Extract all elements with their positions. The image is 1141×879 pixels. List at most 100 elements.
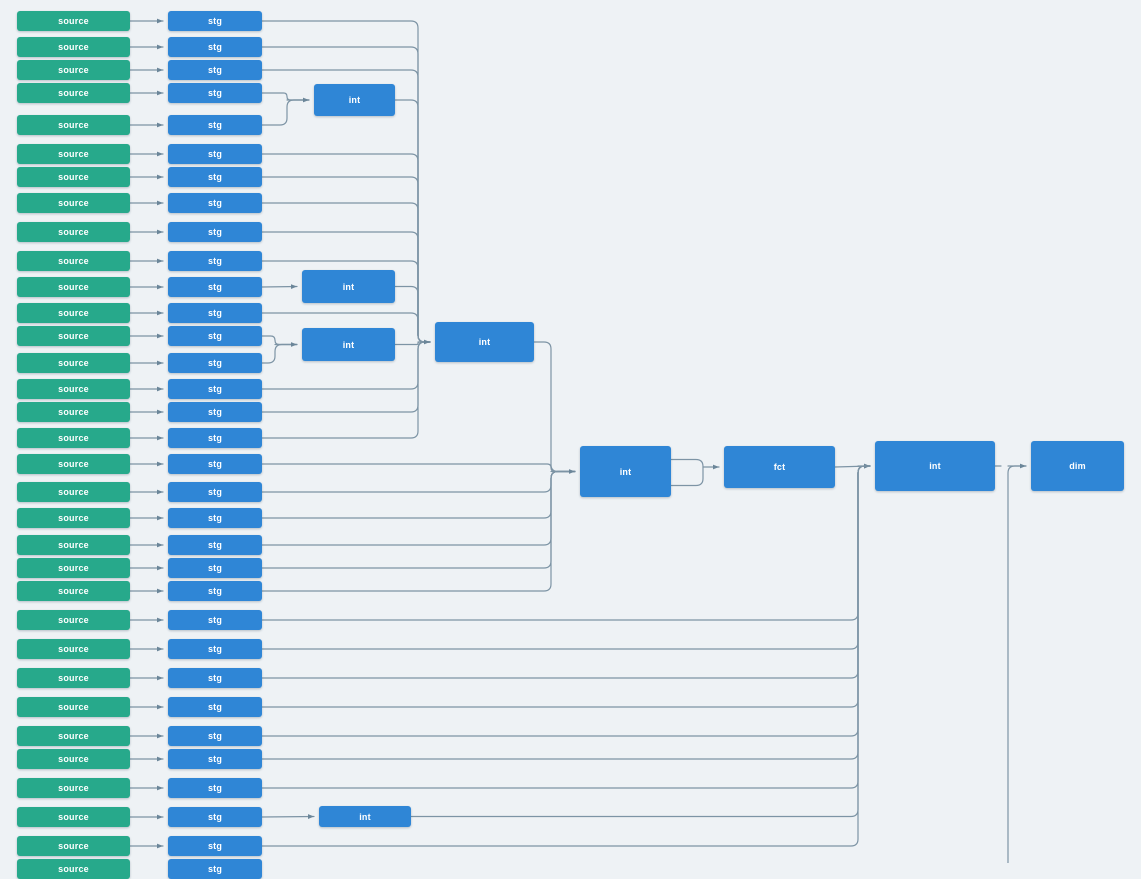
node-label: source [58,308,89,318]
node-stg-stg-5[interactable]: stg [168,115,262,135]
node-source-src-27[interactable]: source [17,697,130,717]
node-label: stg [207,644,223,654]
node-source-src-7[interactable]: source [17,167,130,187]
node-stg-stg-4[interactable]: stg [168,83,262,103]
node-label: stg [207,256,223,266]
node-source-src-5[interactable]: source [17,115,130,135]
node-stg-stg-1[interactable]: stg [168,11,262,31]
node-label: stg [207,487,223,497]
node-source-src-12[interactable]: source [17,303,130,323]
node-label: source [58,172,89,182]
node-source-src-16[interactable]: source [17,402,130,422]
node-stg-stg-28[interactable]: stg [168,726,262,746]
node-int-int-b[interactable]: int [302,270,395,303]
node-stg-stg-16[interactable]: stg [168,402,262,422]
node-int-int-e[interactable]: int [580,446,671,497]
node-source-src-1[interactable]: source [17,11,130,31]
edge [261,470,576,592]
node-stg-stg-32[interactable]: stg [168,836,262,856]
node-source-src-26[interactable]: source [17,668,130,688]
node-stg-stg-25[interactable]: stg [168,639,262,659]
node-source-src-25[interactable]: source [17,639,130,659]
node-int-int-a[interactable]: int [314,84,395,116]
node-fct-fct-1[interactable]: fct [724,446,835,488]
node-source-src-20[interactable]: source [17,508,130,528]
node-source-src-15[interactable]: source [17,379,130,399]
node-source-src-17[interactable]: source [17,428,130,448]
node-stg-stg-15[interactable]: stg [168,379,262,399]
node-stg-stg-10[interactable]: stg [168,251,262,271]
node-label: source [58,563,89,573]
node-stg-stg-13[interactable]: stg [168,326,262,346]
node-source-src-2[interactable]: source [17,37,130,57]
node-stg-stg-23[interactable]: stg [168,581,262,601]
node-label: source [58,407,89,417]
node-source-src-19[interactable]: source [17,482,130,502]
node-stg-stg-22[interactable]: stg [168,558,262,578]
node-stg-stg-19[interactable]: stg [168,482,262,502]
node-label: stg [207,172,223,182]
node-source-src-32[interactable]: source [17,836,130,856]
node-source-src-4[interactable]: source [17,83,130,103]
node-int-int-d[interactable]: int [435,322,534,362]
node-label: stg [207,384,223,394]
node-dim-dim-1[interactable]: dim [1031,441,1124,491]
node-stg-stg-26[interactable]: stg [168,668,262,688]
edge [670,458,704,468]
node-int-int-f[interactable]: int [875,441,995,491]
node-source-src-8[interactable]: source [17,193,130,213]
node-source-src-18[interactable]: source [17,454,130,474]
node-source-src-22[interactable]: source [17,558,130,578]
node-stg-stg-33[interactable]: stg [168,859,262,879]
node-stg-stg-20[interactable]: stg [168,508,262,528]
edge [261,176,431,343]
edge [261,465,871,847]
node-stg-stg-7[interactable]: stg [168,167,262,187]
node-source-src-14[interactable]: source [17,353,130,373]
node-stg-stg-24[interactable]: stg [168,610,262,630]
node-label: source [58,673,89,683]
node-label: fct [773,462,786,472]
node-stg-stg-2[interactable]: stg [168,37,262,57]
edge [394,99,431,343]
node-source-src-31[interactable]: source [17,807,130,827]
node-label: source [58,227,89,237]
node-source-src-11[interactable]: source [17,277,130,297]
node-stg-stg-6[interactable]: stg [168,144,262,164]
node-label: source [58,120,89,130]
node-stg-stg-30[interactable]: stg [168,778,262,798]
node-source-src-30[interactable]: source [17,778,130,798]
node-source-src-3[interactable]: source [17,60,130,80]
node-source-src-13[interactable]: source [17,326,130,346]
node-stg-stg-29[interactable]: stg [168,749,262,769]
node-stg-stg-3[interactable]: stg [168,60,262,80]
node-source-src-33[interactable]: source [17,859,130,879]
node-stg-stg-12[interactable]: stg [168,303,262,323]
node-source-src-28[interactable]: source [17,726,130,746]
node-source-src-24[interactable]: source [17,610,130,630]
node-source-src-9[interactable]: source [17,222,130,242]
node-label: source [58,513,89,523]
node-stg-stg-8[interactable]: stg [168,193,262,213]
node-stg-stg-11[interactable]: stg [168,277,262,297]
node-source-src-23[interactable]: source [17,581,130,601]
node-int-int-g[interactable]: int [319,806,411,827]
node-label: int [929,461,941,471]
node-stg-stg-14[interactable]: stg [168,353,262,373]
node-source-src-29[interactable]: source [17,749,130,769]
edge [261,99,310,126]
node-stg-stg-18[interactable]: stg [168,454,262,474]
node-stg-stg-17[interactable]: stg [168,428,262,448]
node-stg-stg-9[interactable]: stg [168,222,262,242]
node-stg-stg-31[interactable]: stg [168,807,262,827]
node-stg-stg-21[interactable]: stg [168,535,262,555]
node-source-src-21[interactable]: source [17,535,130,555]
node-stg-stg-27[interactable]: stg [168,697,262,717]
node-source-src-10[interactable]: source [17,251,130,271]
node-source-src-6[interactable]: source [17,144,130,164]
edge [261,463,576,473]
node-label: source [58,384,89,394]
node-label: stg [207,615,223,625]
node-int-int-c[interactable]: int [302,328,395,361]
edge [261,92,310,101]
